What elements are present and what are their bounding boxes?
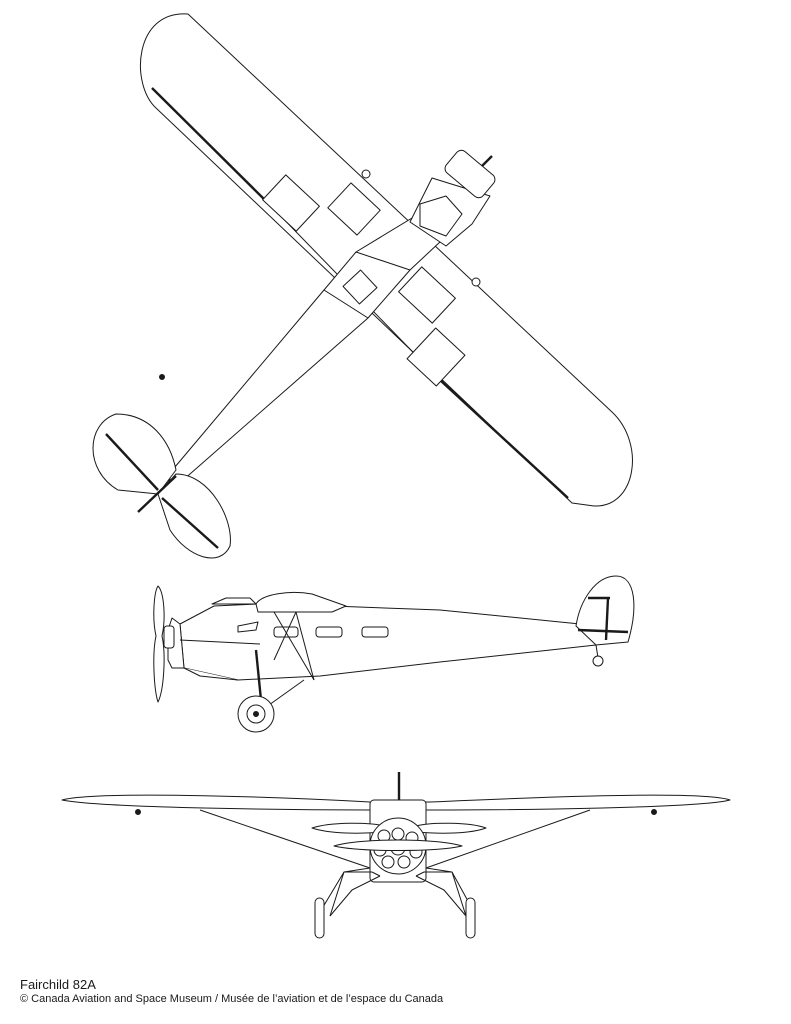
front-view-landing-gear [314,871,476,939]
side-view-landing-gear [237,649,305,733]
side-view-windows [273,626,389,638]
side-view-wing [255,591,347,681]
top-view [92,13,633,559]
top-view-engine [409,149,496,247]
front-view-struts [199,809,591,873]
top-view-wing-panels [159,169,481,482]
top-view-tail [92,413,231,559]
caption-title: Fairchild 82A [20,977,96,992]
caption-credit: © Canada Aviation and Space Museum / Mus… [20,993,444,1005]
side-view-fuselage [167,597,609,681]
front-view-tail [311,822,487,834]
side-view [153,575,635,733]
front-view [61,772,731,939]
side-view-tail [575,575,635,667]
front-view-propeller [333,839,463,851]
side-view-propeller [153,585,175,703]
